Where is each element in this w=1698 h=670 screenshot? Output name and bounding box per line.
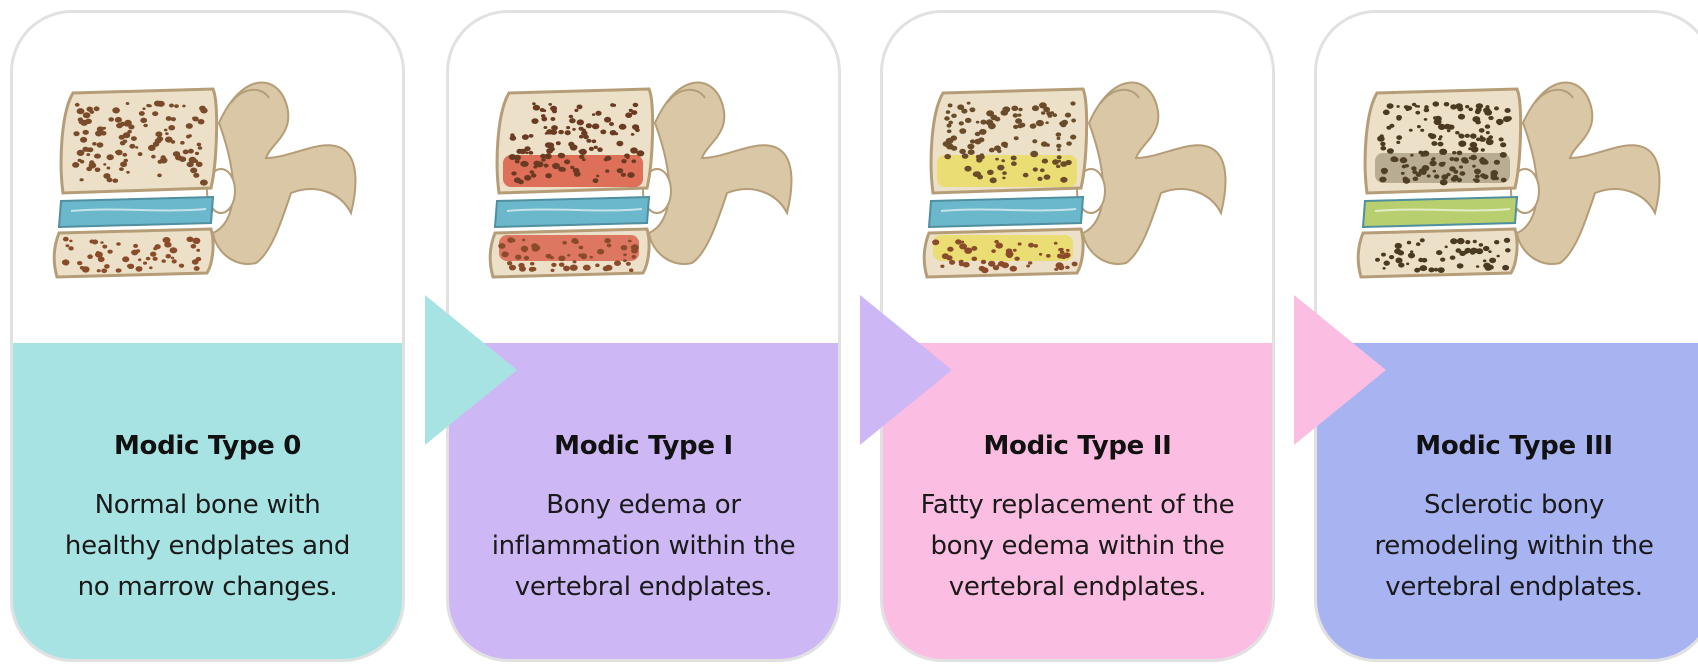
description-line: Bony edema or xyxy=(465,485,822,526)
vertebra-edema-illustration xyxy=(477,63,807,293)
description-line: vertebral endplates. xyxy=(899,567,1256,608)
panel-description: Sclerotic bony remodeling within the ver… xyxy=(1333,485,1695,608)
description-line: inflammation within the xyxy=(465,526,822,567)
description-line: vertebral endplates. xyxy=(465,567,822,608)
description-line: Sclerotic bony xyxy=(1333,485,1695,526)
description-line: no marrow changes. xyxy=(29,567,386,608)
vertebra-normal-illustration xyxy=(41,63,371,293)
panel-modic-type-0: Modic Type 0 Normal bone with healthy en… xyxy=(10,10,405,662)
description-line: vertebral endplates. xyxy=(1333,567,1695,608)
panel-description: Normal bone with healthy endplates and n… xyxy=(29,485,386,608)
arrow-right-icon xyxy=(1294,295,1386,445)
panel-description: Bony edema or inflammation within the ve… xyxy=(465,485,822,608)
description-line: remodeling within the xyxy=(1333,526,1695,567)
description-line: Normal bone with xyxy=(29,485,386,526)
description-line: healthy endplates and xyxy=(29,526,386,567)
panel-title: Modic Type 0 xyxy=(23,431,392,461)
vertebra-sclerotic-illustration xyxy=(1345,63,1675,293)
arrow-right-icon xyxy=(860,295,952,445)
arrow-right-icon xyxy=(425,295,517,445)
panel-description: Fatty replacement of the bony edema with… xyxy=(899,485,1256,608)
vertebra-fatty-illustration xyxy=(911,63,1241,293)
description-line: Fatty replacement of the xyxy=(899,485,1256,526)
description-line: bony edema within the xyxy=(899,526,1256,567)
